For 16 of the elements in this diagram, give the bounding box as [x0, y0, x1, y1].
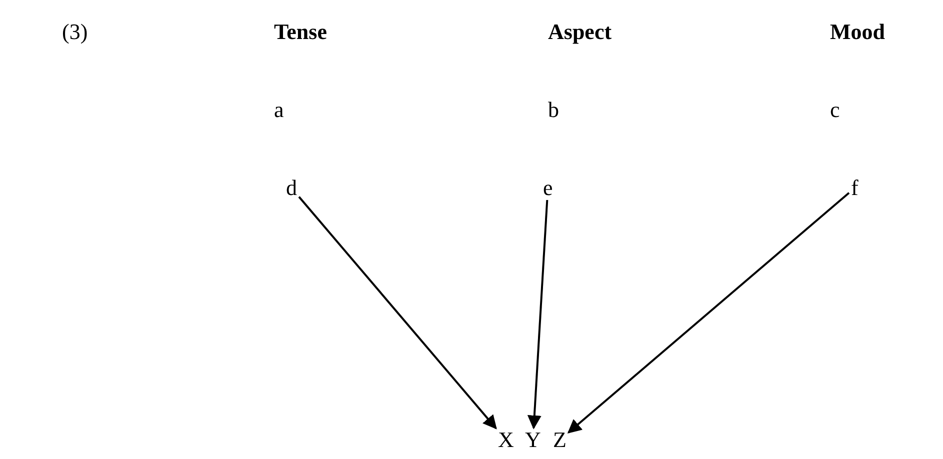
- column-heading: Mood: [830, 20, 885, 44]
- node-letter: Y: [525, 428, 541, 452]
- cell-letter: a: [274, 98, 284, 122]
- node-letter: Z: [553, 428, 566, 452]
- column-heading: Aspect: [548, 20, 612, 44]
- example-number: (3): [62, 20, 88, 44]
- arrow: [527, 200, 548, 430]
- cell-letter: b: [548, 98, 559, 122]
- arrow: [298, 196, 497, 430]
- cell-letter: c: [830, 98, 840, 122]
- arrow: [567, 192, 850, 434]
- node-letter: f: [851, 176, 858, 200]
- node-letter: d: [286, 176, 297, 200]
- column-heading: Tense: [274, 20, 327, 44]
- node-letter: e: [543, 176, 553, 200]
- node-letter: X: [498, 428, 514, 452]
